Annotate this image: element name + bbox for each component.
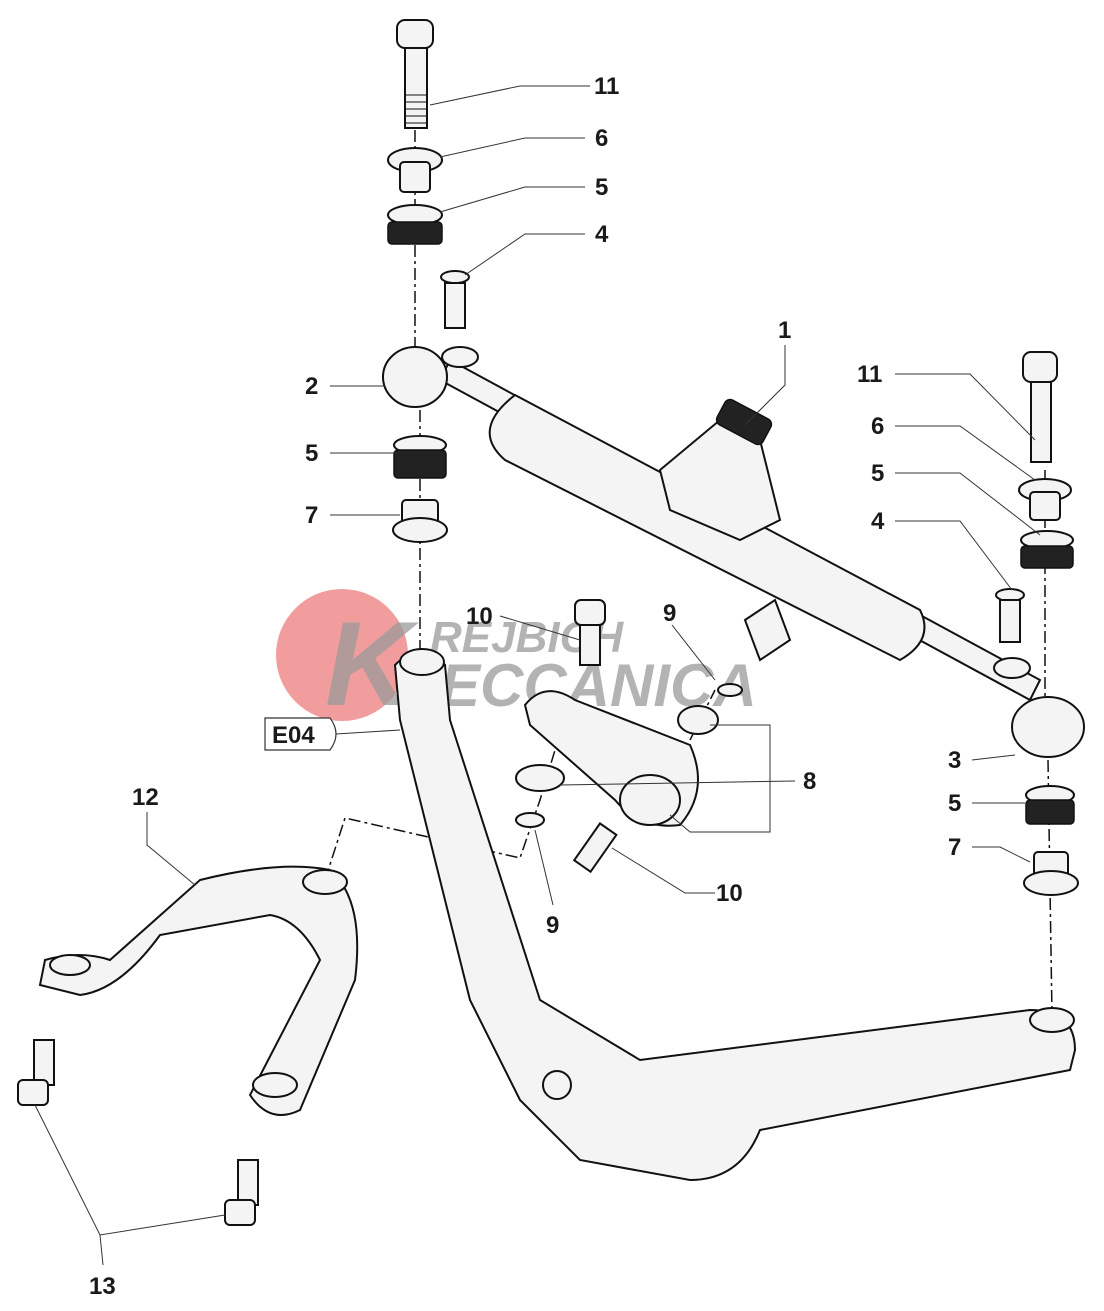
screw-10-bottom xyxy=(572,822,618,874)
spacer-7-left xyxy=(392,499,448,543)
callout-7[interactable]: 7 xyxy=(305,502,318,529)
bracket-8 xyxy=(515,683,743,828)
callout-1[interactable]: 1 xyxy=(778,317,791,344)
callout-5[interactable]: 5 xyxy=(948,790,961,817)
callout-4[interactable]: 4 xyxy=(871,508,885,535)
callout-7[interactable]: 7 xyxy=(948,834,961,861)
screw-10-top xyxy=(574,599,606,666)
callout-8[interactable]: 8 xyxy=(803,768,816,795)
bearing-5-left-bottom xyxy=(393,435,447,479)
callout-3[interactable]: 3 xyxy=(948,747,961,774)
callout-2[interactable]: 2 xyxy=(305,373,318,400)
bushing-6-right xyxy=(1018,478,1072,521)
bearing-5-left-top xyxy=(387,204,443,245)
leader-lines xyxy=(34,85,1041,1266)
bolt-13-left xyxy=(17,1039,55,1106)
bracket-12 xyxy=(38,865,359,1116)
frame-subframe xyxy=(393,648,1077,1182)
bushing-6-left xyxy=(387,147,443,193)
callout-5[interactable]: 5 xyxy=(595,174,608,201)
callout-labels: 11 6 5 4 1 2 5 7 11 6 5 4 10 9 8 3 5 7 1… xyxy=(89,73,961,1300)
callout-10[interactable]: 10 xyxy=(716,880,743,907)
callout-10[interactable]: 10 xyxy=(466,603,493,630)
reference-label: E04 xyxy=(272,722,315,749)
bearing-5-right-bottom xyxy=(1025,785,1075,825)
callout-11[interactable]: 11 xyxy=(857,361,882,388)
bolt-13-right xyxy=(224,1159,259,1226)
callout-5[interactable]: 5 xyxy=(305,440,318,467)
screw-4-right xyxy=(995,588,1025,643)
callout-13[interactable]: 13 xyxy=(89,1273,116,1300)
callout-6[interactable]: 6 xyxy=(871,413,884,440)
callout-6[interactable]: 6 xyxy=(595,125,608,152)
bolt-11-right xyxy=(1022,351,1058,463)
callout-4[interactable]: 4 xyxy=(595,221,609,248)
callout-11[interactable]: 11 xyxy=(594,73,619,100)
assembly-axes xyxy=(324,130,1053,1016)
bolt-11-left xyxy=(396,19,434,129)
spacer-7-right xyxy=(1023,851,1079,896)
reference-box-e04[interactable]: E04 xyxy=(264,717,401,751)
callout-5[interactable]: 5 xyxy=(871,460,884,487)
callout-9[interactable]: 9 xyxy=(546,912,559,939)
steering-damper-1 xyxy=(382,346,1085,758)
screw-4-left xyxy=(440,270,470,329)
callout-9[interactable]: 9 xyxy=(663,600,676,627)
bearing-5-right-top xyxy=(1020,530,1074,569)
watermark-circle xyxy=(276,589,408,721)
callout-12[interactable]: 12 xyxy=(132,784,159,811)
